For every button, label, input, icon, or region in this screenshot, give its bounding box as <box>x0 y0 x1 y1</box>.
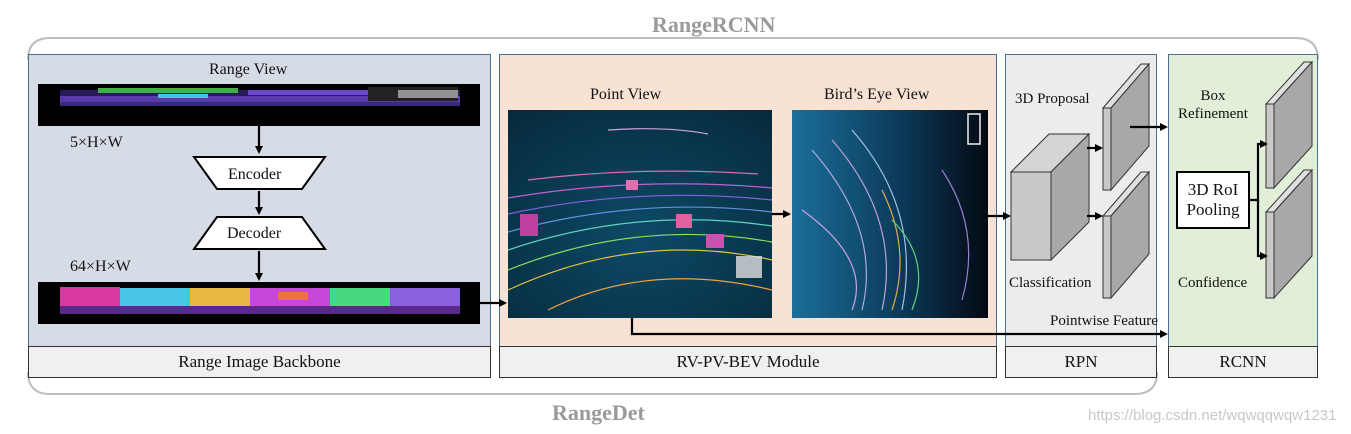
rangercnn-bracket <box>27 37 1319 61</box>
roi-pooling-box: 3D RoI Pooling <box>1176 171 1250 229</box>
output-dim-label: 64×H×W <box>70 258 131 275</box>
arrow-roi-to-refinement <box>1250 140 1268 202</box>
point-view-image <box>508 110 772 318</box>
rangedet-bracket <box>27 371 1158 395</box>
module-footer: RV-PV-BEV Module <box>499 346 997 378</box>
bev-image <box>792 110 988 318</box>
classification-label: Classification <box>1009 275 1092 291</box>
feature-map-image <box>38 282 480 324</box>
rangercnn-title: RangeRCNN <box>652 12 776 37</box>
bev-label: Bird’s Eye View <box>824 86 930 103</box>
encoder-label: Encoder <box>228 166 282 183</box>
pointwise-feature-label: Pointwise Feature <box>1050 313 1158 329</box>
roi-pooling-label: 3D RoI Pooling <box>1186 180 1240 219</box>
arrow-roi-to-confidence <box>1256 200 1268 260</box>
watermark: https://blog.csdn.net/wqwqqwqw1231 <box>1088 407 1337 424</box>
arrow-pointwise-feature <box>630 318 1168 338</box>
rcnn-footer: RCNN <box>1168 346 1318 378</box>
box-refinement-text: Box Refinement <box>1178 88 1248 122</box>
module-footer-label: RV-PV-BEV Module <box>676 352 820 371</box>
input-dim-label: 5×H×W <box>70 134 123 151</box>
rcnn-blocks <box>1264 60 1314 300</box>
proposal-label: 3D Proposal <box>1015 91 1090 107</box>
decoder-label: Decoder <box>227 225 282 242</box>
rpn-blocks <box>1009 62 1151 300</box>
box-refinement-label: Box Refinement <box>1178 87 1248 123</box>
range-view-label: Range View <box>209 61 288 78</box>
rcnn-footer-label: RCNN <box>1219 352 1267 371</box>
confidence-label: Confidence <box>1178 275 1248 291</box>
backbone-footer: Range Image Backbone <box>28 346 491 378</box>
rpn-footer: RPN <box>1005 346 1157 378</box>
point-view-label: Point View <box>590 86 662 103</box>
range-view-image <box>38 84 480 126</box>
backbone-footer-label: Range Image Backbone <box>178 352 341 371</box>
rangedet-title: RangeDet <box>552 400 645 425</box>
rpn-footer-label: RPN <box>1064 352 1098 371</box>
decoder-block <box>192 216 327 250</box>
encoder-block <box>192 156 327 190</box>
